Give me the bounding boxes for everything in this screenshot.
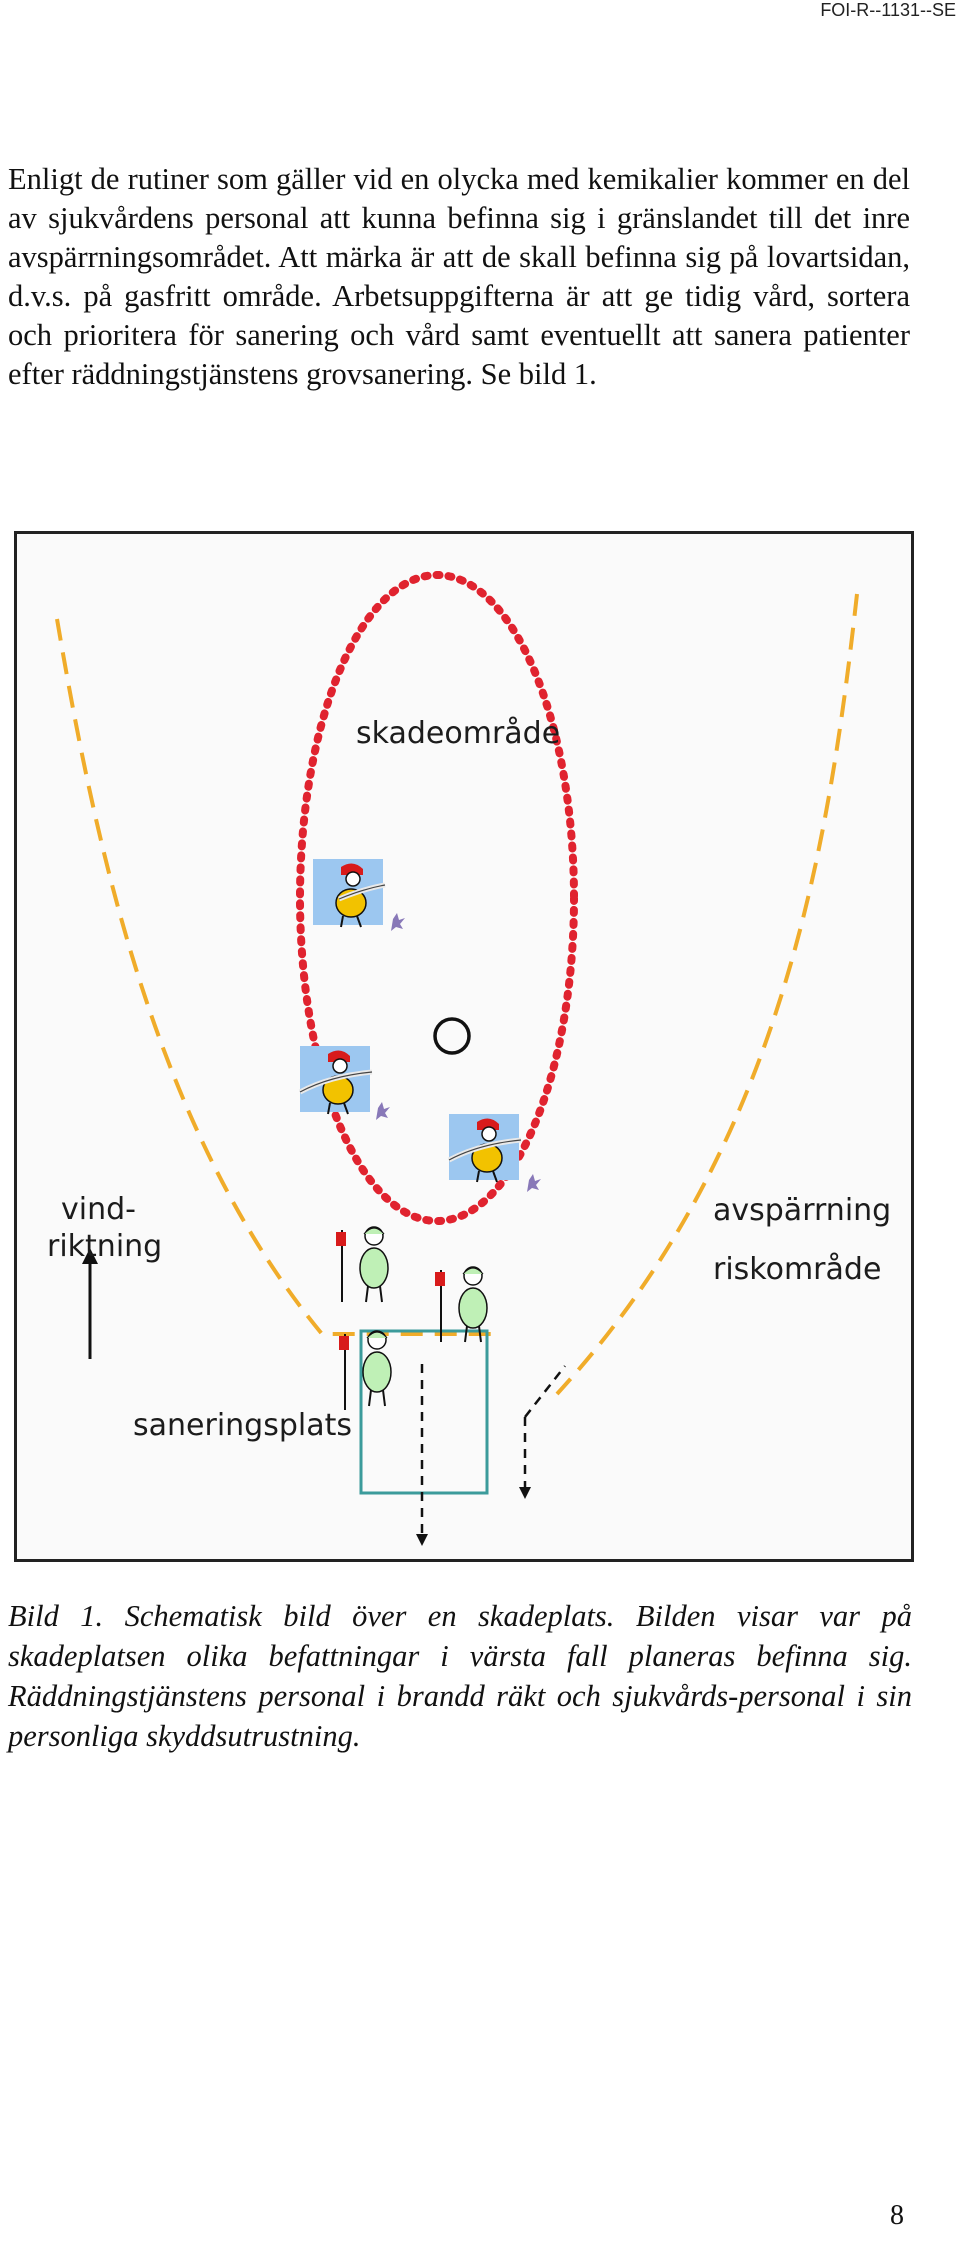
page-number: 8 <box>890 2200 904 2231</box>
label-danger-zone: skadeområde <box>356 716 561 751</box>
firefighter-icon <box>313 859 405 931</box>
medical-staff-icon <box>435 1266 488 1343</box>
incident-site-diagram <box>55 571 859 1546</box>
danger-zone-ellipse <box>296 571 578 1225</box>
label-wind-direction-1: vind- <box>61 1192 136 1227</box>
label-decon-site: saneringsplats <box>133 1408 352 1443</box>
wind-arrow-icon <box>82 1248 98 1359</box>
cordon-right-line <box>555 593 859 1396</box>
accident-source-icon <box>433 1017 471 1055</box>
medical-staff-icon <box>339 1330 392 1410</box>
document-id-header: FOI-R--1131--SE <box>820 0 956 20</box>
firefighter-icon <box>298 1046 390 1120</box>
figure-caption: Bild 1. Schematisk bild över en skadepla… <box>8 1599 912 1753</box>
incident-site-figure: skadeområde vind- riktning avspärrning r… <box>14 531 914 1562</box>
label-risk-area: riskområde <box>713 1252 882 1287</box>
medical-staff-icon <box>336 1226 389 1303</box>
decon-area-box <box>359 1329 489 1495</box>
label-cordon: avspärrning <box>713 1193 892 1228</box>
cordon-left-line <box>55 618 502 1336</box>
body-paragraph: Enligt de rutiner som gäller vid en olyc… <box>8 162 910 391</box>
label-wind-direction-2: riktning <box>47 1229 163 1264</box>
firefighter-icon <box>447 1114 541 1192</box>
